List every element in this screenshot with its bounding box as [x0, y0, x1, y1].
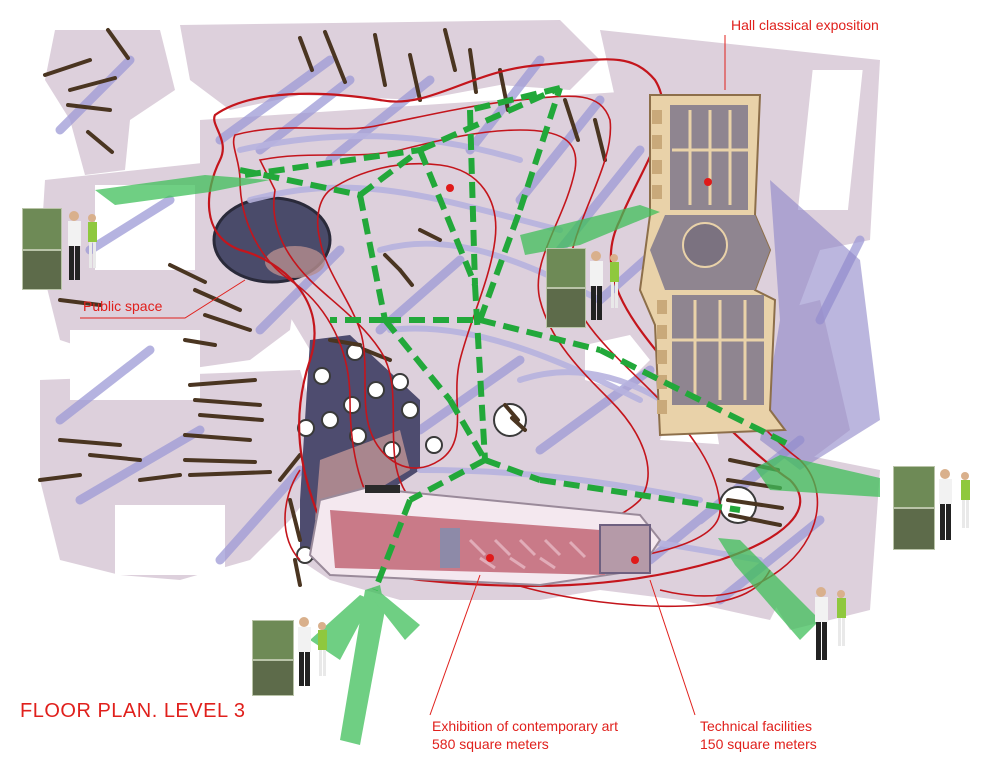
visitors-group-center [546, 248, 626, 328]
technical-label-line1: Technical facilities [700, 718, 813, 734]
visitors-group-southeast [805, 584, 855, 669]
exhibition-label-line1: Exhibition of contemporary art [432, 718, 618, 734]
exhibition-label-line2: 580 square meters [432, 736, 549, 752]
public-space-label: Public space [83, 298, 163, 314]
leader-lines [80, 35, 726, 716]
classical-building [638, 94, 787, 437]
visitors-group-west [22, 208, 102, 290]
visitor-photo [546, 248, 586, 288]
visitors-group-east [893, 466, 978, 551]
plan-title: FLOOR PLAN. LEVEL 3 [20, 700, 246, 722]
skylights [296, 343, 757, 564]
visitor-photo [252, 660, 294, 696]
person-figure [68, 211, 97, 280]
pedestrian-routes [239, 85, 792, 592]
person-figure [815, 587, 846, 660]
visitor-photo [893, 466, 935, 508]
person-figure [298, 617, 327, 686]
visitor-photo [22, 208, 62, 250]
approach-arrows [95, 175, 880, 745]
technical-label-line2: 150 square meters [700, 736, 817, 752]
building-shadow [760, 180, 880, 470]
visitors-group-south [252, 614, 334, 696]
hall-classical-label: Hall classical exposition [731, 17, 879, 33]
visitor-photo [546, 288, 586, 328]
person-figure [939, 469, 970, 540]
visitor-photo [22, 250, 62, 290]
exhibition-building [308, 485, 662, 587]
trees [38, 28, 784, 587]
space-markers [446, 178, 712, 564]
visitor-photo [893, 508, 935, 550]
person-figure [590, 251, 619, 320]
visitor-photo [252, 620, 294, 660]
